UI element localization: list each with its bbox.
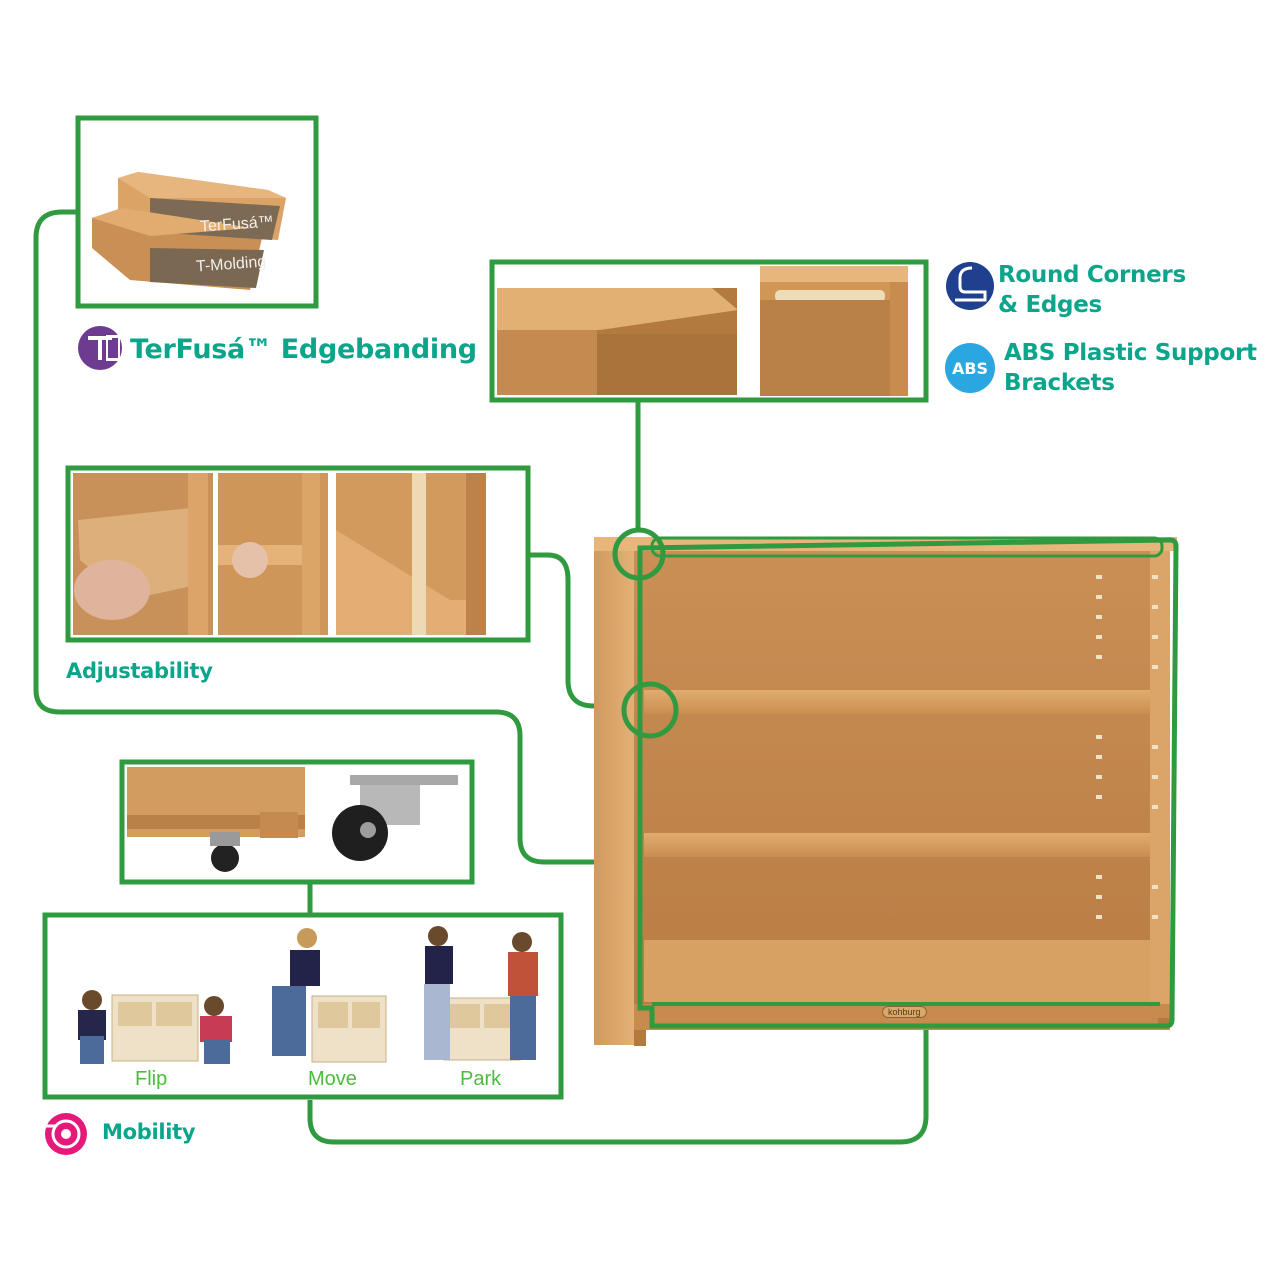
adjustability-callout-circle (621, 681, 679, 739)
round-corner-icon (946, 262, 994, 310)
round-corners-title-line1: Round Corners (998, 262, 1186, 288)
connector-lines (33, 209, 929, 1145)
park-caption: Park (460, 1068, 502, 1090)
adjustability-title: Adjustability (66, 659, 213, 683)
abs-badge-icon: ABS (945, 343, 995, 393)
park-scene (424, 926, 538, 1061)
adjustability-photo-box (65, 465, 531, 643)
abs-title-line2: Brackets (1004, 370, 1115, 396)
flip-caption: Flip (135, 1068, 168, 1090)
flip-scene (78, 990, 232, 1064)
abs-title-line1: ABS Plastic Support (1004, 340, 1257, 366)
round-corner-callout-circle (612, 527, 666, 581)
terfusa-t-icon (78, 326, 122, 370)
bookshelf-illustration (594, 527, 1179, 1046)
brand-plate: kohburg (882, 1006, 927, 1018)
round-corners-photo-box (489, 259, 929, 403)
mobility-title: Mobility (102, 1120, 196, 1144)
bookshelf-highlight-outline (637, 537, 1179, 1029)
round-corners-title-line2: & Edges (998, 292, 1102, 318)
casters-photo-box (119, 759, 475, 885)
move-caption: Move (308, 1068, 357, 1090)
terfusa-edgebanding-title: TerFusá™ Edgebanding (130, 334, 477, 365)
target-mobility-icon (45, 1113, 87, 1155)
move-scene (272, 928, 387, 1063)
mobility-photo-box (42, 912, 564, 1100)
terfusa-photo-box (75, 115, 319, 309)
